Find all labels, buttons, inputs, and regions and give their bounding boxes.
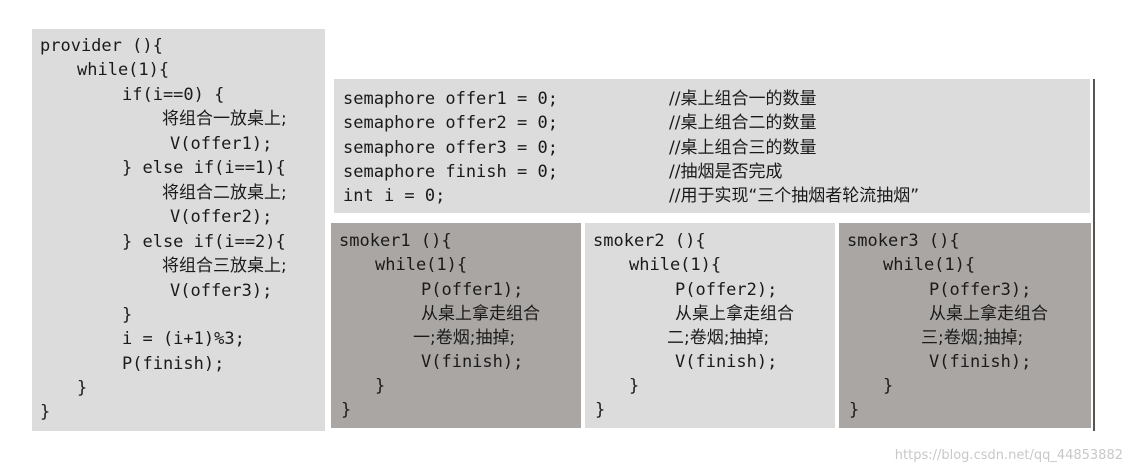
- declaration-comment: //用于实现“三个抽烟者轮流抽烟”: [669, 186, 920, 206]
- code-line: P(finish);: [122, 354, 225, 374]
- smoker2-code-panel: smoker2 (){ while(1){ P(offer2); 从桌上拿走组合…: [585, 223, 835, 428]
- declaration-code: semaphore offer3 = 0;: [343, 138, 558, 158]
- smoker1-code-panel: smoker1 (){ while(1){ P(offer1); 从桌上拿走组合…: [331, 223, 581, 428]
- code-line: while(1){: [883, 255, 976, 275]
- code-line: 二;卷烟;抽掉;: [667, 328, 770, 348]
- code-line: }: [595, 400, 606, 420]
- declaration-comment: //桌上组合二的数量: [669, 113, 817, 133]
- code-line: }: [77, 378, 88, 398]
- code-line: V(offer1);: [170, 134, 273, 154]
- smoker3-code-panel: smoker3 (){ while(1){ P(offer3); 从桌上拿走组合…: [839, 223, 1091, 428]
- code-line: 将组合三放桌上;: [162, 256, 287, 276]
- code-line: i = (i+1)%3;: [122, 329, 245, 349]
- declaration-comment: //抽烟是否完成: [669, 162, 783, 182]
- code-line: smoker2 (){: [593, 231, 706, 251]
- code-line: 将组合二放桌上;: [162, 183, 287, 203]
- code-line: }: [122, 305, 133, 325]
- code-line: }: [883, 376, 894, 396]
- code-line: while(1){: [375, 255, 468, 275]
- code-line: while(1){: [77, 60, 170, 80]
- code-line: V(finish);: [929, 352, 1032, 372]
- code-line: V(finish);: [675, 352, 778, 372]
- code-line: }: [629, 376, 640, 396]
- code-line: V(offer2);: [170, 207, 273, 227]
- declaration-code: int i = 0;: [343, 186, 446, 206]
- code-line: 从桌上拿走组合: [421, 304, 540, 324]
- provider-code-panel: provider (){ while(1){ if(i==0) { 将组合一放桌…: [32, 29, 325, 431]
- code-line: P(offer1);: [421, 280, 524, 300]
- watermark: https://blog.csdn.net/qq_44853882: [894, 448, 1123, 463]
- code-line: }: [849, 400, 860, 420]
- semaphore-declarations-panel: semaphore offer1 = 0; //桌上组合一的数量 semapho…: [334, 79, 1090, 213]
- code-line: }: [341, 400, 352, 420]
- declaration-code: semaphore finish = 0;: [343, 162, 558, 182]
- code-line: 从桌上拿走组合: [675, 304, 794, 324]
- code-line: if(i==0) {: [122, 85, 225, 105]
- code-line: while(1){: [629, 255, 722, 275]
- code-line: }: [375, 376, 386, 396]
- code-line: smoker1 (){: [339, 231, 452, 251]
- code-line: V(offer3);: [170, 281, 273, 301]
- declaration-comment: //桌上组合三的数量: [669, 138, 817, 158]
- code-line: } else if(i==2){: [122, 232, 286, 252]
- code-line: V(finish);: [421, 352, 524, 372]
- code-line: P(offer3);: [929, 280, 1032, 300]
- code-line: smoker3 (){: [847, 231, 960, 251]
- code-line: 将组合一放桌上;: [162, 109, 287, 129]
- declaration-code: semaphore offer1 = 0;: [343, 89, 558, 109]
- code-line: P(offer2);: [675, 280, 778, 300]
- vertical-divider: [1093, 79, 1095, 431]
- code-line: } else if(i==1){: [122, 158, 286, 178]
- code-line: provider (){: [40, 36, 163, 56]
- code-line: 一;卷烟;抽掉;: [413, 328, 516, 348]
- code-line: 从桌上拿走组合: [929, 304, 1048, 324]
- declaration-code: semaphore offer2 = 0;: [343, 113, 558, 133]
- code-line: 三;卷烟;抽掉;: [921, 328, 1024, 348]
- declaration-comment: //桌上组合一的数量: [669, 89, 817, 109]
- code-line: }: [40, 402, 51, 422]
